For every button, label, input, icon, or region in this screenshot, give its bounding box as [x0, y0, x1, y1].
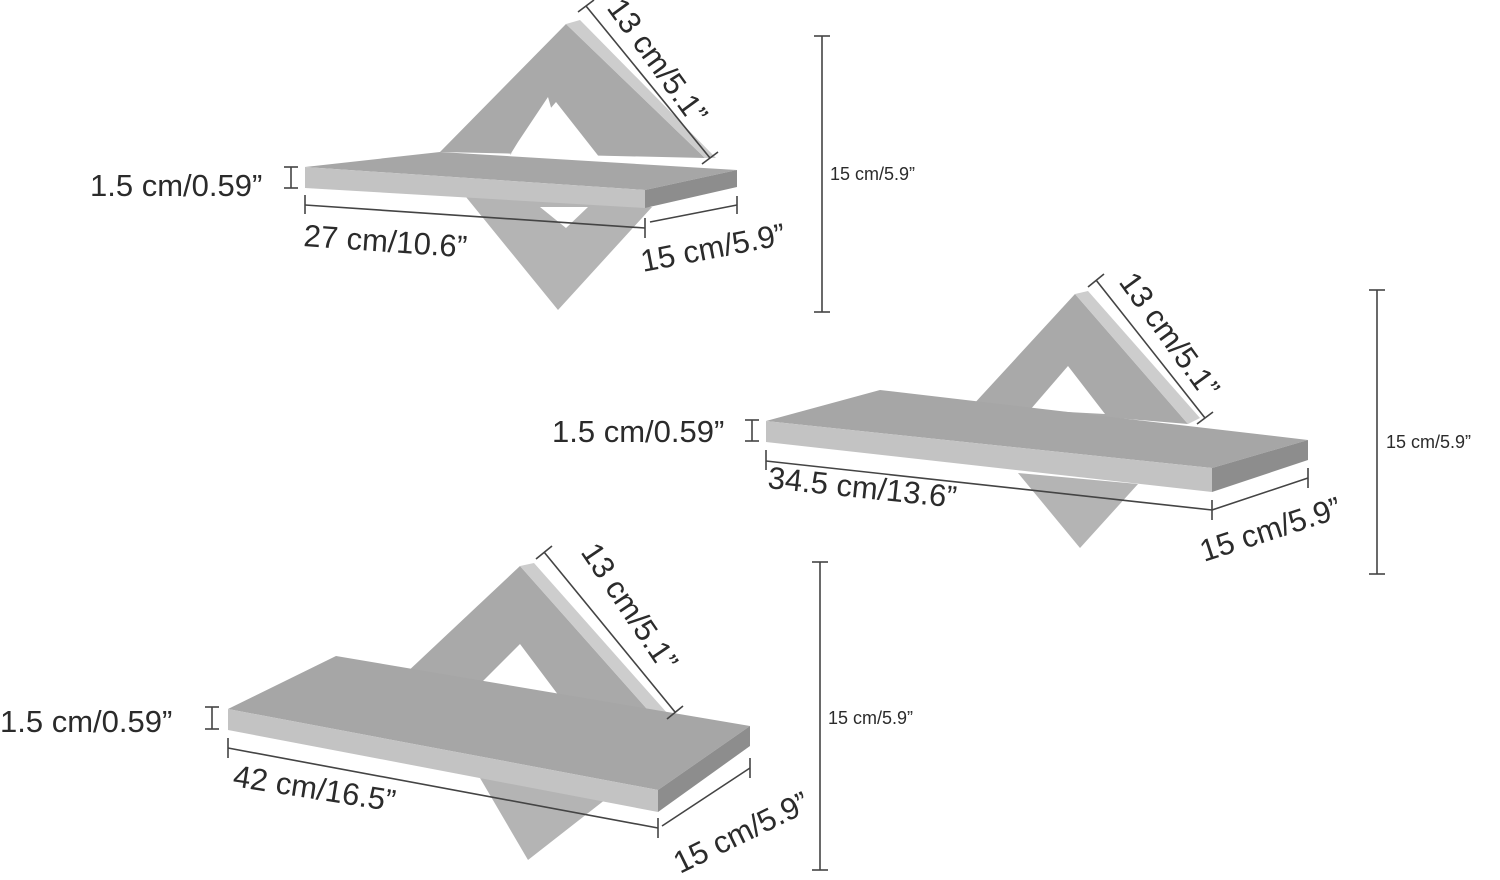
thickness-label: 1.5 cm/0.59” — [0, 704, 172, 739]
board-top — [766, 390, 1308, 468]
bracket-lower — [480, 778, 615, 860]
length-dimension-line — [765, 460, 1213, 511]
board-side — [658, 726, 750, 812]
bracket-edge-dimension-line — [585, 5, 711, 159]
medium-shelf: 13 cm/5.1” 1.5 cm/0.59” 34.5 cm/13.6” 15… — [552, 266, 1471, 575]
bracket-edge-dimension-line — [1095, 279, 1206, 419]
bracket-lower — [466, 197, 652, 310]
height-label: 15 cm/5.9” — [830, 164, 915, 184]
depth-label: 15 cm/5.9” — [1195, 490, 1345, 569]
depth-dimension-line — [661, 767, 751, 827]
length-dimension-line — [227, 747, 659, 829]
depth-label: 15 cm/5.9” — [668, 785, 815, 880]
bracket-hole — [508, 102, 600, 158]
depth-dimension-line — [649, 204, 738, 223]
large-shelf: 13 cm/5.1” 1.5 cm/0.59” 42 cm/16.5” 15 c… — [0, 536, 913, 880]
board-side — [645, 170, 737, 208]
bracket-edge — [520, 563, 668, 718]
depth-label: 15 cm/5.9” — [638, 217, 788, 279]
bracket-upper — [972, 294, 1188, 424]
bracket-lower — [1018, 473, 1138, 548]
height-label: 15 cm/5.9” — [1386, 432, 1471, 452]
board-top — [305, 152, 737, 190]
bracket-hole — [1030, 366, 1105, 414]
bracket-upper — [440, 24, 705, 158]
length-label: 42 cm/16.5” — [231, 758, 398, 818]
board-side — [1212, 440, 1308, 492]
length-label: 27 cm/10.6” — [303, 218, 469, 264]
board-front — [766, 421, 1212, 492]
board-front — [228, 709, 658, 812]
board-front — [305, 167, 645, 208]
board-top — [228, 656, 750, 790]
bracket-edge — [1075, 291, 1200, 424]
height-label: 15 cm/5.9” — [828, 708, 913, 728]
thickness-label: 1.5 cm/0.59” — [90, 168, 262, 203]
bracket-edge-dimension-line — [543, 551, 676, 713]
small-shelf: 13 cm/5.1” 1.5 cm/0.59” 27 cm/10.6” 15 c… — [90, 0, 915, 313]
length-dimension-line — [304, 204, 646, 229]
length-label: 34.5 cm/13.6” — [766, 460, 958, 515]
bracket-edge — [566, 20, 716, 158]
depth-dimension-line — [1211, 477, 1309, 511]
thickness-label: 1.5 cm/0.59” — [552, 414, 724, 449]
